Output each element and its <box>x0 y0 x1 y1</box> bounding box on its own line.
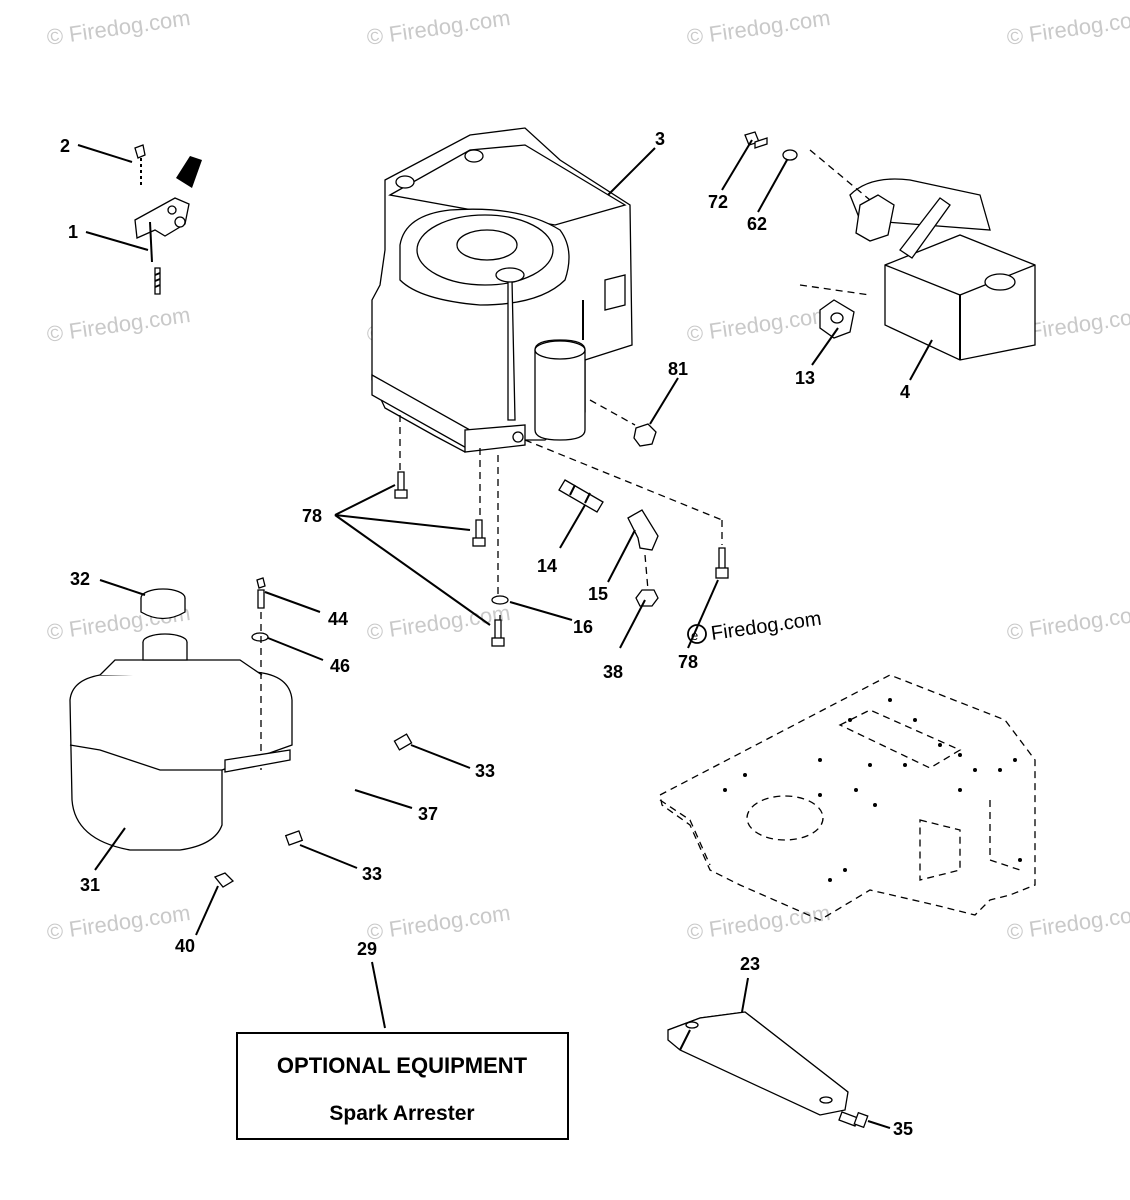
part-label-13: 13 <box>795 368 815 388</box>
part-label-35: 35 <box>893 1119 913 1139</box>
watermark: © Firedog.com <box>45 302 192 347</box>
watermark: © Firedog.com <box>685 900 832 945</box>
fitting-drawings <box>491 423 659 607</box>
optional-equipment-title: OPTIONAL EQUIPMENT <box>277 1053 528 1078</box>
part-label-72: 72 <box>708 192 728 212</box>
watermark-prominent-text: Firedog.com <box>710 608 823 645</box>
watermark: © Firedog.com <box>365 600 512 645</box>
part-label-78b: 78 <box>678 652 698 672</box>
part-label-38: 38 <box>603 662 623 682</box>
part-label-44: 44 <box>328 609 348 629</box>
part-label-40: 40 <box>175 936 195 956</box>
part-label-46: 46 <box>330 656 350 676</box>
muffler-drawing <box>744 131 1036 361</box>
optional-equipment-box: OPTIONAL EQUIPMENT Spark Arrester <box>236 1032 569 1140</box>
watermark: © Firedog.com <box>1005 900 1130 945</box>
part-label-29: 29 <box>357 939 377 959</box>
part-label-3: 3 <box>655 129 665 149</box>
fuel-line-drawing <box>284 733 413 846</box>
frame-drawing <box>659 674 1036 921</box>
part-label-62: 62 <box>747 214 767 234</box>
watermark: © Firedog.com <box>365 900 512 945</box>
part-label-31: 31 <box>80 875 100 895</box>
watermark: © Firedog.com <box>45 900 192 945</box>
part-label-33: 33 <box>475 761 495 781</box>
watermark: © Firedog.com <box>685 302 832 347</box>
watermark-prominent: e Firedog.com <box>687 608 823 645</box>
watermark: © Firedog.com <box>365 5 512 50</box>
part-label-81: 81 <box>668 359 688 379</box>
part-label-15: 15 <box>588 584 608 604</box>
part-label-78: 78 <box>302 506 322 526</box>
part-label-23: 23 <box>740 954 760 974</box>
part-label-16: 16 <box>573 617 593 637</box>
watermark: © Firedog.com <box>45 5 192 50</box>
optional-equipment-subtitle: Spark Arrester <box>329 1102 474 1125</box>
part-label-14: 14 <box>537 556 557 576</box>
part-label-2: 2 <box>60 136 70 156</box>
part-labels: 2 1 3 72 62 13 4 81 78 14 15 16 38 78 32… <box>60 129 913 1139</box>
watermark: © Firedog.com <box>685 5 832 50</box>
svg-text:e: e <box>691 628 698 643</box>
part-label-33b: 33 <box>362 864 382 884</box>
part-label-1: 1 <box>68 222 78 242</box>
bracket-drawing <box>667 1011 869 1129</box>
part-label-32: 32 <box>70 569 90 589</box>
assembly-dashed-lines <box>399 284 871 625</box>
engine-drawing <box>371 127 633 453</box>
bolt-drawings <box>394 471 729 647</box>
throttle-control-drawing <box>134 144 202 295</box>
leader-lines <box>77 139 933 1129</box>
watermark: © Firedog.com <box>1005 600 1130 645</box>
watermark: © Firedog.com <box>1005 5 1130 50</box>
part-label-37: 37 <box>418 804 438 824</box>
fuel-tank-drawing <box>69 577 293 888</box>
part-label-4: 4 <box>900 382 910 402</box>
